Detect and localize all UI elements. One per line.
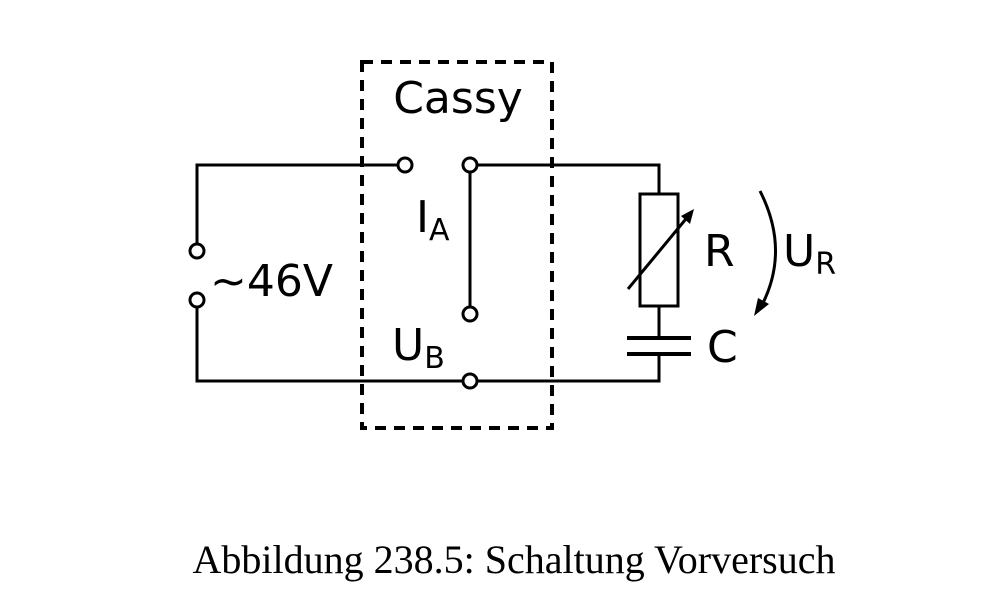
voltage-arc xyxy=(758,190,777,306)
resistor-label: R xyxy=(704,226,735,277)
cassy-terminal-ub-bottom xyxy=(461,372,479,390)
resistor-variable-arrow xyxy=(626,213,692,290)
resistor-voltage-label: UR xyxy=(783,226,836,282)
cassy-box xyxy=(360,60,554,430)
current-input-label: IA xyxy=(416,192,450,248)
load-wire-top xyxy=(475,163,661,196)
load-wire-bottom xyxy=(475,352,661,383)
arrowhead-icon xyxy=(681,209,694,224)
source-wire-bottom xyxy=(195,306,465,383)
figure-caption: Abbildung 238.5: Schaltung Vorversuch xyxy=(193,537,836,582)
source-wire-top xyxy=(195,163,400,246)
source-terminal-bottom xyxy=(188,291,206,309)
source-label: ~46V xyxy=(210,256,333,307)
capacitor-label: C xyxy=(707,322,738,373)
voltage-arc-arrowhead-icon xyxy=(754,298,769,316)
source-terminal-top xyxy=(188,242,206,260)
cassy-terminal-ia-right xyxy=(461,156,479,174)
voltage-input-label: UB xyxy=(392,320,445,376)
cassy-terminal-ia-left xyxy=(396,156,414,174)
cassy-terminal-ub-top xyxy=(461,305,479,323)
cassy-label: Cassy xyxy=(393,73,523,124)
